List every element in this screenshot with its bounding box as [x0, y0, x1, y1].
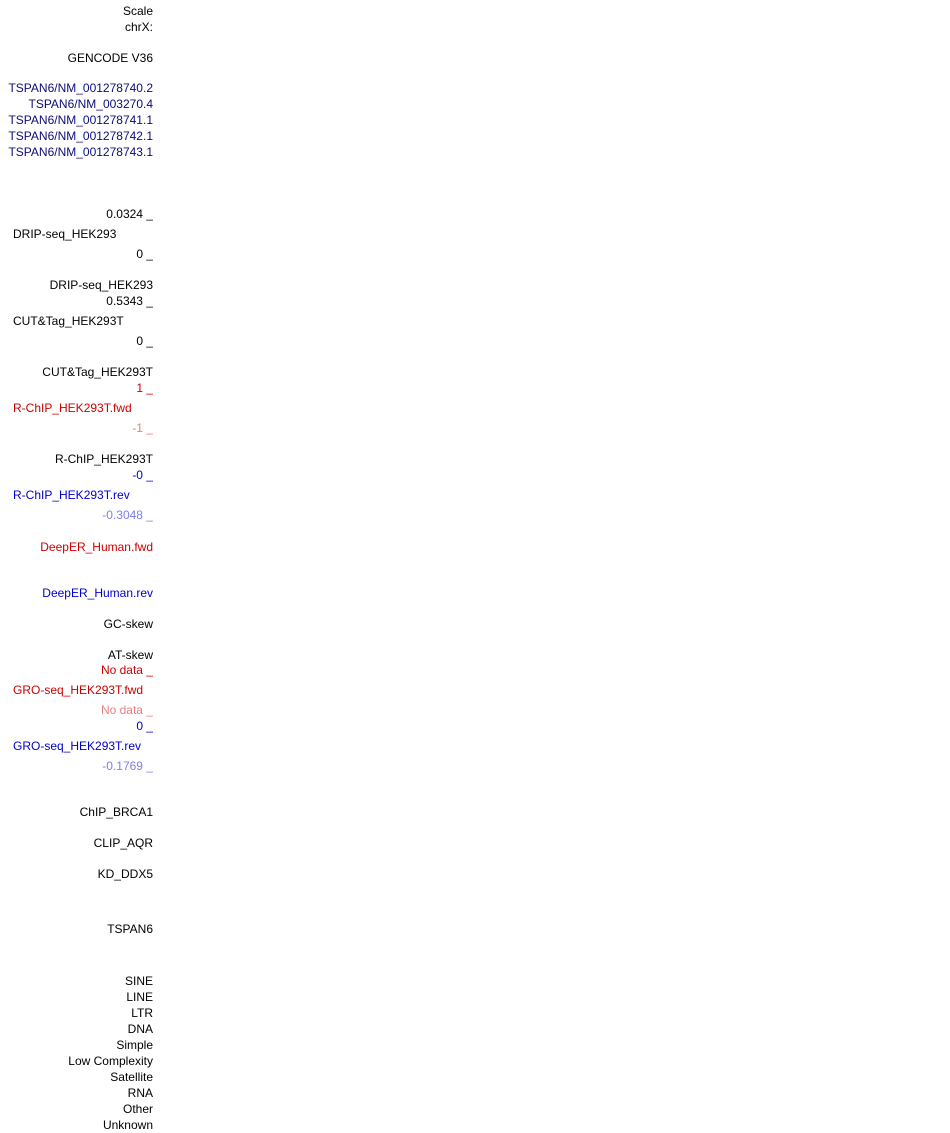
- repeat-class-label: Simple: [116, 1038, 153, 1052]
- deeper-rev-track-label[interactable]: DeepER_Human.rev: [42, 586, 153, 600]
- chromosome-label: chrX:: [124, 20, 153, 34]
- track-data-area[interactable]: [153, 0, 950, 1133]
- transcript-label[interactable]: TSPAN6/NM_001278743.1: [8, 145, 153, 159]
- clip-aqr-track-label[interactable]: CLIP_AQR: [93, 836, 153, 850]
- gro-fwd-track-name[interactable]: GRO-seq_HEK293T.fwd: [13, 683, 144, 697]
- gro-rev-track-name[interactable]: GRO-seq_HEK293T.rev: [13, 739, 142, 753]
- repeat-class-label: Unknown: [102, 1118, 153, 1132]
- cut-tag-track-label[interactable]: CUT&Tag_HEK293T: [42, 365, 153, 379]
- rchip-fwd-track-name[interactable]: R-ChIP_HEK293T.fwd: [13, 401, 132, 415]
- repeat-class-label: LTR: [131, 1006, 153, 1020]
- kd-ddx5-track-label[interactable]: KD_DDX5: [97, 867, 153, 881]
- track-label-column: Scale chrX: GENCODE V36 TSPAN6/NM_001278…: [0, 0, 153, 1133]
- chip-brca1-track-label[interactable]: ChIP_BRCA1: [79, 805, 153, 819]
- rchip-rev-max-value: -0 _: [132, 468, 153, 482]
- repeat-class-label: Low Complexity: [68, 1054, 153, 1068]
- transcript-label[interactable]: TSPAN6/NM_001278741.1: [8, 113, 153, 127]
- rchip-rev-track-name[interactable]: R-ChIP_HEK293T.rev: [13, 488, 130, 502]
- gro-rev-max-value: 0 _: [136, 719, 153, 733]
- repeat-class-label: RNA: [127, 1086, 153, 1100]
- drip-seq-min-value: 0 _: [136, 247, 153, 261]
- cut-tag-min-value: 0 _: [136, 334, 153, 348]
- gro-rev-min-value: -0.1769 _: [102, 759, 153, 773]
- transcript-label[interactable]: TSPAN6/NM_001278740.2: [8, 81, 153, 95]
- gc-skew-track-label[interactable]: GC-skew: [103, 617, 153, 631]
- repeat-class-label: Satellite: [110, 1070, 153, 1084]
- gro-fwd-max-value: No data _: [100, 663, 153, 677]
- tspan6-track-label[interactable]: TSPAN6: [107, 922, 153, 936]
- drip-seq-track-name[interactable]: DRIP-seq_HEK293: [13, 227, 117, 241]
- repeat-class-label: LINE: [126, 990, 153, 1004]
- transcript-label[interactable]: TSPAN6/NM_001278742.1: [8, 129, 153, 143]
- gro-fwd-min-value: No data _: [100, 703, 153, 717]
- cut-tag-max-value: 0.5343 _: [106, 294, 153, 308]
- gencode-track-label[interactable]: GENCODE V36: [67, 51, 153, 65]
- repeat-class-label: SINE: [124, 974, 153, 988]
- rchip-track-label[interactable]: R-ChIP_HEK293T: [54, 452, 153, 466]
- scale-label: Scale: [122, 4, 153, 18]
- drip-seq-track-label[interactable]: DRIP-seq_HEK293: [49, 278, 153, 292]
- at-skew-track-label[interactable]: AT-skew: [107, 648, 153, 662]
- drip-seq-max-value: 0.0324 _: [106, 207, 153, 221]
- repeat-class-label: Other: [122, 1102, 153, 1116]
- cut-tag-track-name[interactable]: CUT&Tag_HEK293T: [13, 314, 124, 328]
- rchip-fwd-max-value: 1 _: [136, 381, 153, 395]
- transcript-label[interactable]: TSPAN6/NM_003270.4: [28, 97, 153, 111]
- repeat-class-label: DNA: [127, 1022, 153, 1036]
- rchip-rev-min-value: -0.3048 _: [102, 508, 153, 522]
- rchip-fwd-min-value: -1 _: [132, 421, 153, 435]
- deeper-fwd-track-label[interactable]: DeepER_Human.fwd: [40, 540, 153, 554]
